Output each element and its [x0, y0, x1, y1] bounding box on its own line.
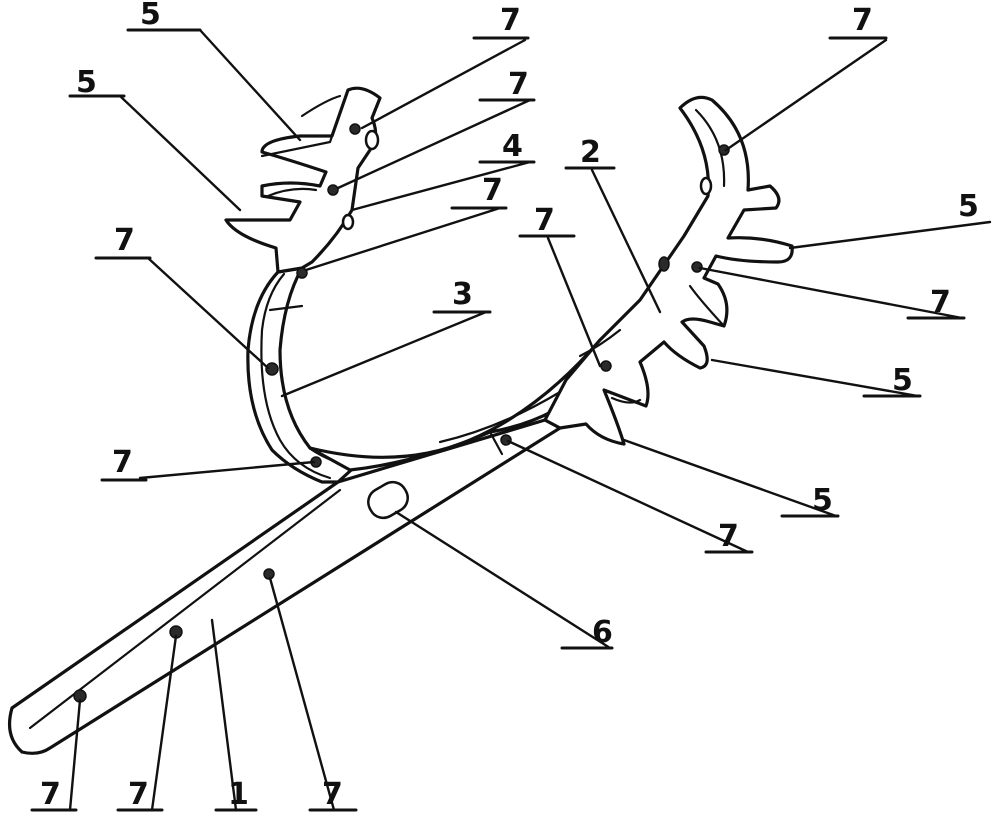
label-1: 1 [228, 777, 249, 812]
right-arm [543, 95, 794, 446]
label-7-left-lower: 7 [112, 445, 133, 480]
label-5-top-left: 5 [140, 0, 161, 32]
label-3: 3 [452, 277, 473, 312]
hole-7-a [349, 123, 361, 135]
holes [73, 123, 730, 703]
label-7-left-mid: 7 [114, 223, 135, 258]
label-5-right-upper: 5 [958, 189, 979, 224]
hole-7-h [600, 360, 612, 372]
main-bar [8, 418, 562, 755]
label-5-left: 5 [76, 65, 97, 100]
label-7-bottom-3: 7 [322, 777, 343, 812]
label-7-bottom-right: 7 [718, 519, 739, 554]
left-arm [246, 266, 362, 484]
label-7-center: 7 [534, 203, 555, 238]
label-7-right: 7 [930, 285, 951, 320]
label-7-top-right: 7 [852, 3, 873, 38]
labels: 5 7 5 7 4 7 7 3 2 7 7 5 7 5 5 7 7 6 7 7 … [40, 0, 979, 812]
upper-left-head [224, 86, 382, 274]
hole-7-j [263, 568, 275, 580]
hole-7-g [691, 261, 703, 273]
label-7-mid-upper: 7 [482, 173, 503, 208]
leader-lines [68, 28, 992, 812]
hole-7-i [500, 434, 512, 446]
hole-7-d [265, 362, 279, 376]
label-7-top: 7 [500, 3, 521, 38]
label-7-bottom-1: 7 [40, 777, 61, 812]
label-5-right-lower: 5 [812, 483, 833, 518]
label-underlines [30, 28, 966, 812]
label-5-right-mid: 5 [892, 363, 913, 398]
hole-7-c [296, 267, 308, 279]
hole-7-b [327, 184, 339, 196]
label-7-bottom-2: 7 [128, 777, 149, 812]
hole-7-f [718, 144, 730, 156]
label-7-upper: 7 [508, 67, 529, 102]
label-4: 4 [502, 129, 523, 164]
label-6: 6 [592, 615, 613, 650]
label-2: 2 [580, 135, 601, 170]
